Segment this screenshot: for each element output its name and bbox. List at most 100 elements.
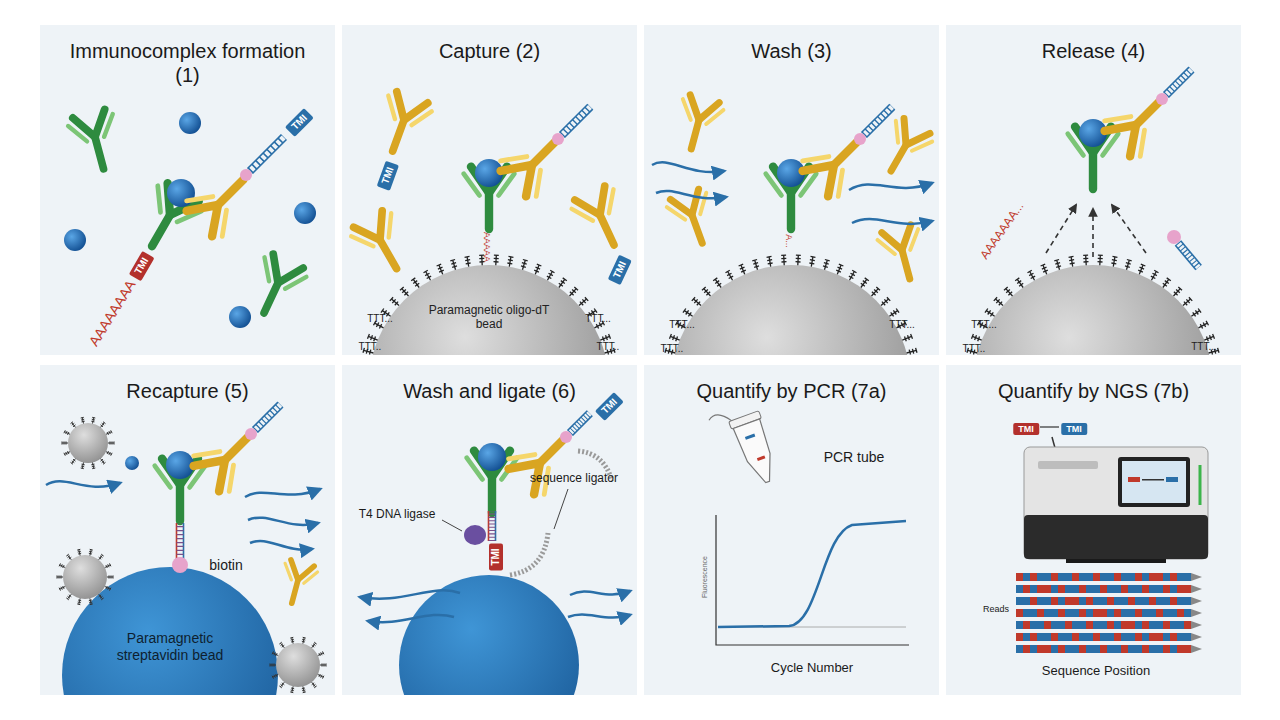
read-segment — [1044, 645, 1051, 653]
read-segment — [1093, 645, 1100, 653]
oligo-tick — [1203, 323, 1205, 327]
read-segment — [1079, 609, 1086, 617]
oligo-tick — [274, 663, 275, 666]
label-holder: TTT.. — [359, 336, 382, 354]
read-segment — [1072, 609, 1079, 617]
label-holder: TMI — [485, 543, 503, 570]
oligo-tick — [65, 432, 70, 435]
pcr-scene — [708, 401, 909, 645]
oligo-tick — [281, 644, 284, 646]
wash-scene — [652, 93, 935, 355]
read-segment — [1072, 597, 1079, 605]
oligo-tick — [427, 276, 431, 278]
read-segment — [1149, 585, 1156, 593]
read-segment — [1093, 597, 1100, 605]
oligo-tick — [93, 463, 94, 469]
oligo-tick — [110, 563, 111, 566]
oligo-tick — [374, 337, 376, 342]
read-segment — [1058, 645, 1065, 653]
oligo-tick — [767, 256, 772, 258]
oligo-tick — [911, 334, 913, 339]
oligo-tick — [272, 676, 273, 679]
read-segment — [1065, 585, 1072, 593]
oligo-tick — [825, 260, 828, 270]
read-segment — [1163, 597, 1170, 605]
oligo-tick — [1210, 335, 1212, 340]
oligo-tick — [1184, 302, 1187, 306]
text-label: TTT... — [1191, 341, 1217, 353]
oligo-tick — [809, 262, 814, 264]
tag-label: TMI — [608, 255, 632, 285]
read-segment — [1156, 573, 1163, 581]
read-segment — [1037, 621, 1044, 629]
oligo-tick — [72, 459, 76, 464]
oligo-tick — [1218, 348, 1219, 353]
read-segment — [1079, 597, 1086, 605]
read-segment — [1072, 645, 1079, 653]
label-holder: TTT.. — [963, 338, 986, 356]
read-segment — [1184, 633, 1191, 641]
oligo-tick — [92, 417, 95, 419]
read-segment — [1016, 609, 1023, 617]
read-segment — [1044, 621, 1051, 629]
oligo-tick — [902, 336, 911, 340]
panel-title: Immunocomplex formation (1) — [63, 39, 313, 87]
read-segment — [1156, 645, 1163, 653]
oligo-tick — [694, 299, 702, 306]
read-segment — [1114, 609, 1121, 617]
oligo-tick — [108, 564, 109, 567]
oligo-tick — [1056, 266, 1061, 267]
oligo-tick — [548, 272, 553, 281]
read-segment — [1044, 585, 1051, 593]
read-segment — [1135, 633, 1142, 641]
oligo-tick — [92, 468, 95, 470]
oligo-tick — [1125, 266, 1130, 267]
oligo-tick — [837, 265, 841, 274]
oligo-tick — [109, 431, 110, 434]
oligo-tick — [916, 348, 917, 353]
oligo-tick — [92, 419, 95, 421]
oligo-tick — [111, 453, 112, 456]
oligo-tick — [559, 279, 565, 287]
oligo-tick — [71, 422, 74, 424]
oligo-tick — [686, 310, 689, 314]
read-segment — [1030, 645, 1037, 653]
oligo-tick — [90, 598, 91, 604]
read-segment — [1044, 573, 1051, 581]
oligo-tick — [1084, 261, 1089, 263]
oligo-tick — [861, 283, 865, 286]
read-segment — [1086, 633, 1093, 641]
oligo-tick — [270, 665, 276, 666]
oligo-tick — [291, 639, 294, 641]
read-segment — [1170, 573, 1177, 581]
read-segment — [1023, 597, 1030, 605]
read-segment — [1142, 597, 1149, 605]
read-segment — [1023, 645, 1030, 653]
oligo-tick — [322, 663, 323, 666]
oligo-tick — [68, 596, 71, 598]
oligo-tick — [415, 283, 419, 286]
oligo-tick — [59, 575, 60, 578]
oligo-tick — [1029, 273, 1033, 275]
oligo-tick — [673, 335, 675, 340]
oligo-tick — [101, 423, 105, 428]
oligo-tick — [494, 258, 499, 260]
oligo-tick — [90, 603, 93, 605]
oligo-tick — [290, 637, 293, 639]
oligo-tick — [1008, 292, 1012, 295]
oligo-tick — [836, 270, 841, 272]
label-holder: biotin — [209, 556, 242, 574]
read-segment — [1107, 597, 1114, 605]
oligo-tick — [1151, 276, 1155, 278]
oligo-tick — [1098, 261, 1103, 263]
oligo-tick — [1178, 287, 1182, 290]
oligo-tick — [79, 598, 80, 604]
oligo-tick — [274, 652, 275, 655]
oligo-tick — [78, 600, 81, 602]
oligo-tick — [321, 675, 322, 678]
oligo-tick — [62, 443, 68, 444]
oligo-tick — [105, 587, 110, 590]
label-holder: AAAAAAAA — [85, 277, 140, 350]
